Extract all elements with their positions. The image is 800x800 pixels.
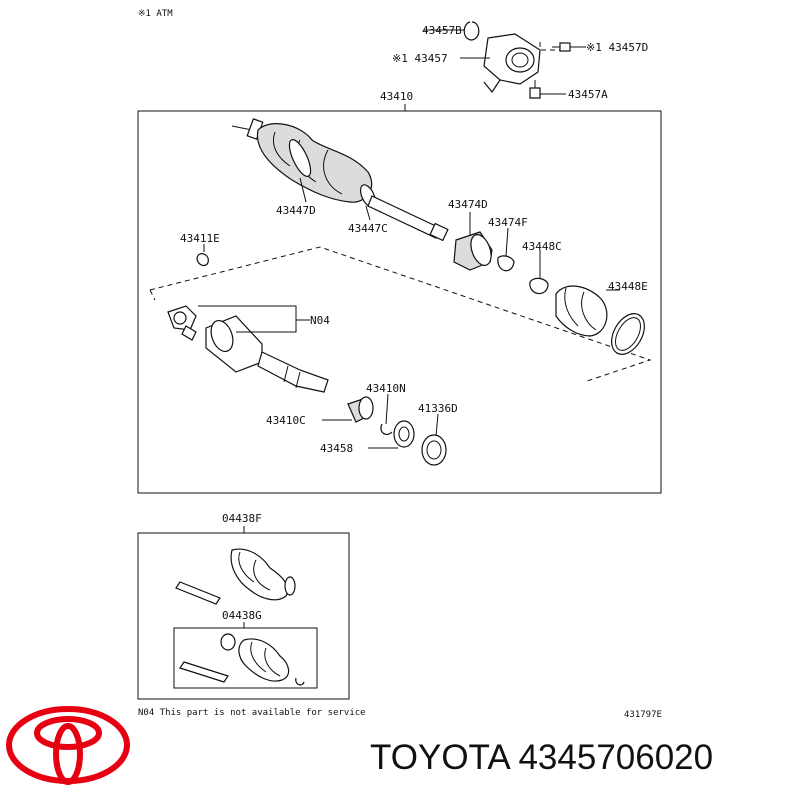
- bearing-43410C: [347, 396, 374, 423]
- label-04438G: 04438G: [222, 609, 262, 622]
- label-43448E: 43448E: [608, 280, 648, 293]
- boot-kit-04438G: [179, 633, 305, 686]
- footnote: N04 This part is not available for servi…: [138, 708, 366, 718]
- label-43448C: 43448C: [522, 240, 562, 253]
- label-43474F: 43474F: [488, 216, 528, 229]
- tripod-joint: [167, 305, 197, 341]
- label-43457D: ※1 43457D: [586, 41, 648, 54]
- brand-title: TOYOTA 4345706020: [370, 738, 714, 777]
- kit-frame: [137, 532, 350, 700]
- inner-boot: [555, 285, 608, 337]
- seal-41336D: [421, 434, 447, 466]
- bracket-assembly: [463, 21, 571, 99]
- bearing-43458: [393, 420, 415, 448]
- label-N04: N04: [310, 314, 330, 327]
- label-43458: 43458: [320, 442, 353, 455]
- label-43410N: 43410N: [366, 382, 406, 395]
- label-43457A: 43457A: [568, 88, 608, 101]
- boot-kit-04438F: [175, 548, 296, 605]
- inboard-joint: [205, 315, 329, 393]
- label-43447C: 43447C: [348, 222, 388, 235]
- figure-code: 431797E: [624, 710, 662, 720]
- label-43410C: 43410C: [266, 414, 306, 427]
- label-43457: ※1 43457: [392, 52, 448, 65]
- label-43457B: 43457B: [422, 24, 462, 37]
- label-43447D: 43447D: [276, 204, 316, 217]
- kit-subframe: [173, 627, 318, 689]
- damper: [453, 231, 493, 271]
- outboard-joint: [231, 118, 377, 208]
- label-04438F: 04438F: [222, 512, 262, 525]
- main-frame: [137, 110, 662, 494]
- toyota-logo-icon: [6, 706, 130, 785]
- drive-shaft: [367, 195, 449, 242]
- label-43411E: 43411E: [180, 232, 220, 245]
- header-note: ※1 ATM: [138, 9, 173, 19]
- label-41336D: 41336D: [418, 402, 458, 415]
- label-43474D: 43474D: [448, 198, 488, 211]
- label-43410: 43410: [380, 90, 413, 103]
